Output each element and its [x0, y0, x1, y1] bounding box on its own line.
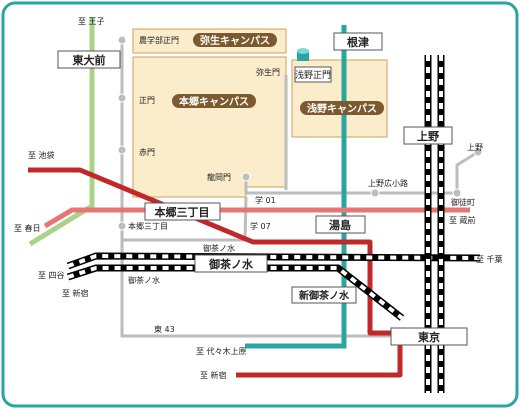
gate-seimon-label: 正門	[139, 96, 155, 105]
station-todaimae-label: 東大前	[73, 53, 106, 67]
station-nezu-label: 根津	[347, 35, 369, 49]
yayoi-campus-label: 弥生キャンパス	[200, 34, 270, 47]
label-to-kasugai: 至 春日	[14, 223, 41, 233]
label-to-kuramae: 至 蔵前	[449, 215, 476, 225]
teal-line	[245, 25, 347, 349]
label-gaku07: 学 07	[250, 221, 271, 231]
station-yushima-box	[315, 215, 366, 234]
bus-stop-hongo	[117, 221, 127, 231]
station-tokyo-box	[390, 327, 468, 346]
label-hongo-sanchome-small: 本郷三丁目	[128, 221, 168, 231]
bus-stop-okachimachi	[452, 188, 462, 198]
station-ueno-box	[403, 126, 453, 145]
station-yushima-label: 湯島	[329, 218, 351, 232]
label-to-shinjuku-1: 至 新宿	[62, 288, 89, 298]
label-higashi43: 東 43	[154, 324, 175, 334]
red-line-to-shinjuku	[236, 344, 403, 378]
gate-nougakubu-label: 農学部正門	[139, 35, 179, 45]
station-ueno-label: 上野	[417, 129, 439, 143]
label-ueno-hirokoji: 上野広小路	[368, 178, 408, 188]
station-hongo-sanchome-label: 本郷三丁目	[155, 205, 210, 219]
station-hongo-sanchome-box	[144, 202, 221, 221]
bus-stop-oji	[117, 35, 127, 45]
label-gaku01: 学 01	[255, 195, 276, 205]
label-to-shinjuku-2: 至 新宿	[200, 370, 227, 380]
station-shin-ochanomizu-box	[291, 286, 357, 304]
station-tokyo-label: 東京	[418, 330, 440, 344]
gate-tatsuoka-label: 龍岡門	[207, 172, 231, 182]
gate-asano-label: 浅野正門	[295, 69, 331, 81]
station-todaimae-box	[57, 50, 121, 69]
hongo-campus-label: 本郷キャンパス	[179, 95, 249, 108]
station-ochanomizu-label: 御茶ノ水	[208, 257, 254, 271]
gate-asano-box	[294, 66, 332, 83]
label-ochanomizu-small-1: 御茶ノ水	[203, 243, 235, 253]
asano-campus-badge	[300, 101, 384, 115]
green-line	[28, 17, 95, 247]
bus-stop-ueno	[473, 147, 483, 157]
station-nezu-box	[333, 32, 383, 51]
station-ochanomizu-box	[194, 254, 268, 273]
pink-line	[43, 207, 470, 229]
bus-stop-hirokoji	[370, 188, 380, 198]
asano-campus-label: 浅野キャンパス	[307, 102, 377, 115]
label-to-yoyogi: 至 代々木上原	[196, 346, 247, 356]
yayoi-campus-badge	[193, 33, 277, 47]
label-to-yotsuya: 至 四谷	[38, 271, 65, 280]
gate-akamon-label: 赤門	[139, 148, 155, 157]
station-shin-ochanomizu-label: 新御茶ノ水	[299, 289, 350, 302]
label-to-oji: 至 王子	[78, 17, 105, 26]
bus-stop-seimon	[117, 93, 127, 103]
label-ueno-top: 上野	[467, 143, 483, 152]
bus-stop-tatsuoka	[241, 172, 251, 182]
water-tank-icon	[297, 48, 309, 61]
bus-stop-akamon	[117, 145, 127, 155]
label-to-chiba: 至 千葉	[476, 254, 503, 264]
label-ochanomizu-small-2: 御茶ノ水	[128, 275, 160, 285]
bus-route-main	[120, 40, 391, 338]
label-okachimachi: 御徒町	[451, 197, 475, 207]
label-to-ikebukuro: 至 池袋	[28, 150, 55, 160]
hongo-campus-badge	[172, 94, 256, 108]
red-line	[28, 167, 395, 336]
gate-yayoi-label: 弥生門	[256, 67, 280, 77]
